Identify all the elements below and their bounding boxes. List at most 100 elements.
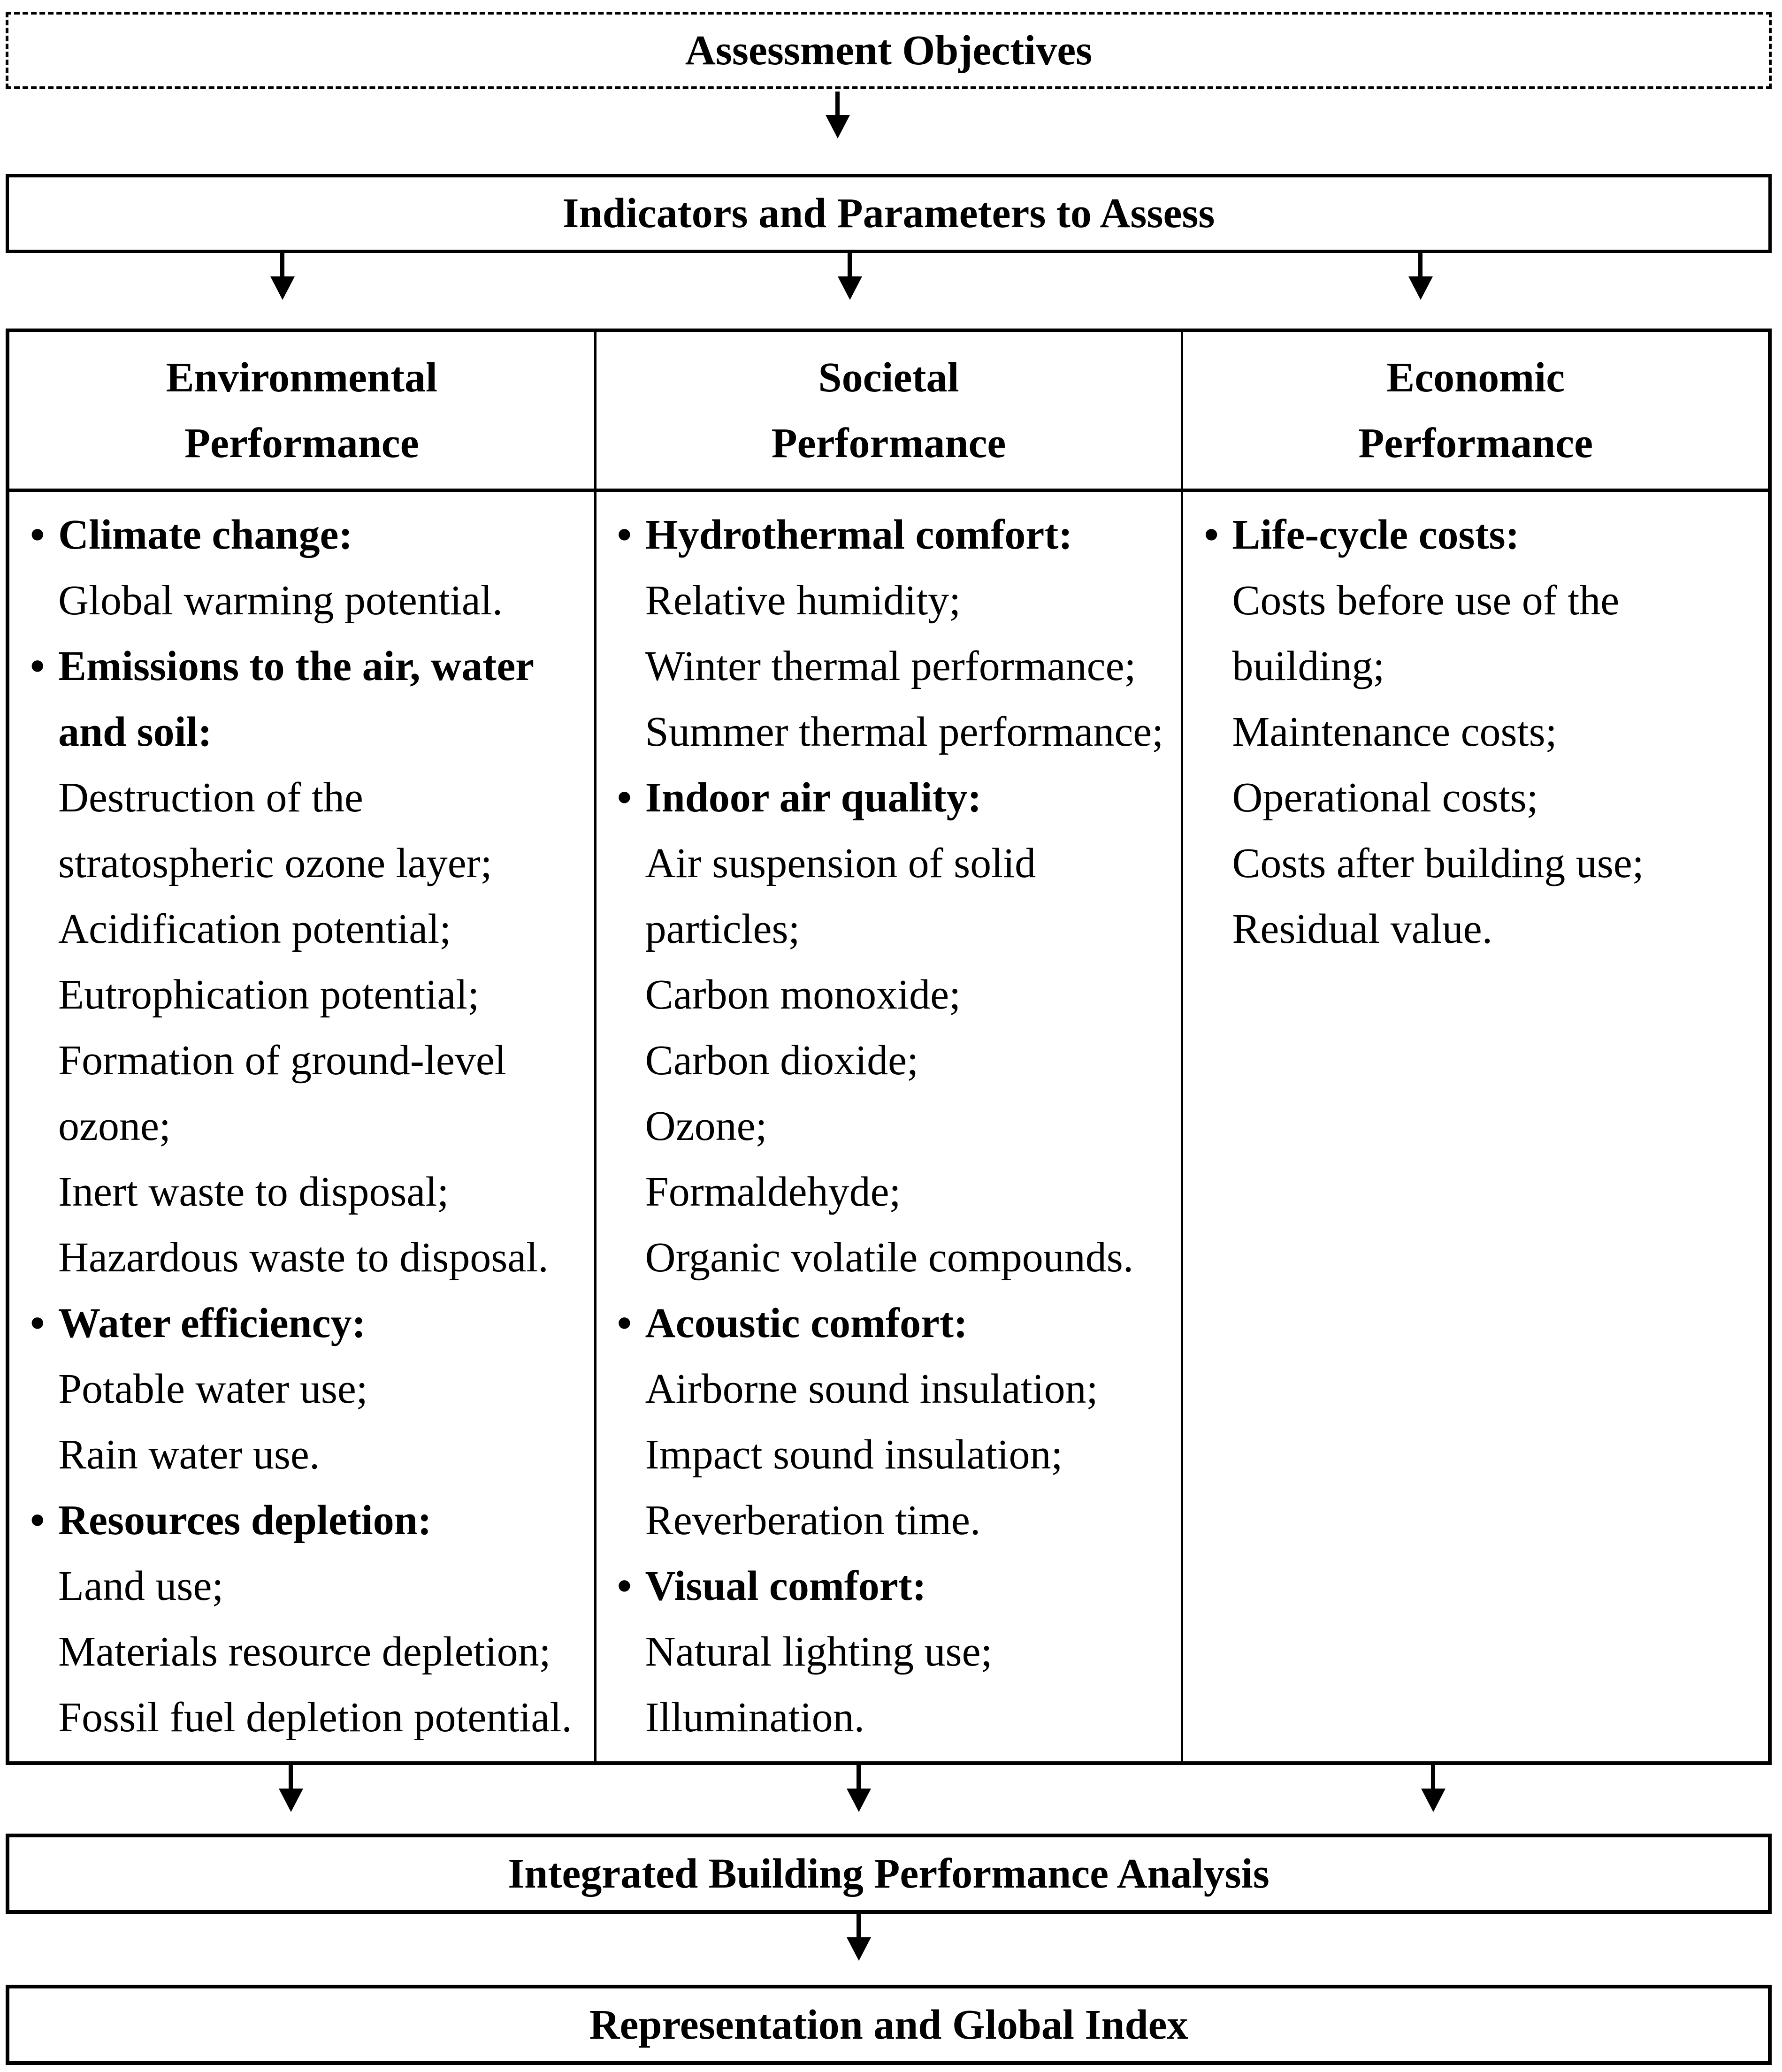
text-line: Airborne sound insulation; (645, 1366, 1098, 1412)
text-line: Impact sound insulation; (645, 1431, 1063, 1478)
arrow-head (847, 1789, 871, 1812)
text-line: Life-cycle costs: (1232, 512, 1520, 558)
text-line: Maintenance costs; (1232, 709, 1557, 755)
arrow-head (270, 276, 295, 300)
arrow-head (1421, 1789, 1445, 1812)
text-line: Carbon dioxide; (645, 1037, 919, 1084)
column-header-line: Economic (1386, 354, 1565, 401)
text-line: Acoustic comfort: (645, 1300, 968, 1346)
text-line: Winter thermal performance; (645, 643, 1136, 689)
indicator-parameter: Land use; (58, 1553, 590, 1619)
bullet-icon: • (30, 643, 45, 689)
text-line: Formaldehyde; (645, 1169, 901, 1215)
text-line: Organic volatile compounds. (645, 1234, 1134, 1281)
text-line: and soil: (58, 709, 212, 755)
bullet-icon: • (30, 1497, 45, 1544)
text-line: Inert waste to disposal; (58, 1169, 449, 1215)
arrow-stem (857, 1765, 861, 1789)
indicator-parameter: Operational costs; (1232, 765, 1764, 831)
bullet-icon: • (617, 774, 632, 821)
bullet-icon: • (30, 1300, 45, 1346)
column-header-line: Societal (818, 354, 959, 401)
text-line: Destruction of the (58, 774, 363, 821)
arrow-stem (1431, 1765, 1435, 1789)
arrow-stem (848, 253, 852, 277)
text-line: Illumination. (645, 1694, 865, 1741)
column-header-line: Performance (184, 420, 419, 466)
column-header-line: Environmental (166, 354, 438, 401)
assessment-objectives-box: Assessment Objectives (6, 12, 1772, 89)
indicator-parameter: Airborne sound insulation; (645, 1356, 1178, 1422)
text-line: Natural lighting use; (645, 1629, 993, 1675)
text-line: Residual value. (1232, 906, 1493, 952)
indicator-parameter: Acidification potential; (58, 896, 590, 962)
text-line: Operational costs; (1232, 774, 1538, 821)
down-arrow-icon (826, 92, 850, 138)
text-line: ozone; (58, 1103, 171, 1149)
text-line: particles; (645, 906, 800, 952)
indicator-category: • Acoustic comfort: (617, 1291, 1178, 1356)
text-line: Rain water use. (58, 1431, 320, 1478)
down-arrow-icon (847, 1765, 871, 1812)
down-arrow-icon (838, 253, 862, 300)
indicator-parameter: Rain water use. (58, 1422, 590, 1488)
integrated-analysis-box: Integrated Building Performance Analysis (6, 1834, 1772, 1914)
bullet-icon: • (617, 512, 632, 558)
bullet-icon: • (617, 1563, 632, 1609)
integrated-analysis-label: Integrated Building Performance Analysis (508, 1850, 1270, 1897)
column-body-economic: •Life-cycle costs:Costs before use of th… (1183, 492, 1768, 1761)
representation-label: Representation and Global Index (589, 2001, 1188, 2048)
indicator-parameter: Eutrophication potential; (58, 962, 590, 1028)
text-line: Acidification potential; (58, 906, 451, 952)
arrow-stem (1418, 253, 1423, 277)
text-line: Resources depletion: (58, 1497, 432, 1544)
indicator-category: • Climate change: (30, 502, 590, 568)
indicator-parameter: Organic volatile compounds. (645, 1225, 1178, 1291)
arrow-stem (280, 253, 284, 277)
arrow-head (847, 1937, 871, 1961)
bullet-icon: • (617, 1300, 632, 1346)
indicator-parameter: Natural lighting use; (645, 1619, 1178, 1685)
indicator-category: • Resources depletion: (30, 1488, 590, 1553)
text-line: Reverberation time. (645, 1497, 981, 1544)
indicator-parameter: Ozone; (645, 1093, 1178, 1159)
text-line: building; (1232, 643, 1385, 689)
indicator-parameter: Potable water use; (58, 1356, 590, 1422)
indicator-parameter: Carbon dioxide; (645, 1028, 1178, 1093)
text-line: Climate change: (58, 512, 353, 558)
column-body-societal: •Hydrothermal comfort: Relative humidity;… (597, 492, 1181, 1761)
text-line: Relative humidity; (645, 577, 961, 624)
down-arrow-icon (270, 253, 295, 300)
column-body-environmental: • Climate change: Global warming potential… (9, 492, 594, 1761)
indicator-parameter: Residual value. (1232, 896, 1764, 962)
text-line: Costs before use of the (1232, 577, 1620, 624)
indicator-parameter: Maintenance costs; (1232, 699, 1764, 765)
representation-box: Representation and Global Index (6, 1985, 1772, 2065)
bullet-icon: • (30, 512, 45, 558)
indicator-parameter: Fossil fuel depletion potential. (58, 1685, 590, 1751)
text-line: Potable water use; (58, 1366, 368, 1412)
indicator-parameter: Reverberation time. (645, 1488, 1178, 1553)
down-arrow-icon (279, 1765, 303, 1812)
indicator-category: •Hydrothermal comfort: (617, 502, 1178, 568)
arrow-head (1408, 276, 1433, 300)
indicator-category: •Visual comfort: (617, 1553, 1178, 1619)
indicator-parameter: Hazardous waste to disposal. (58, 1225, 590, 1291)
indicators-box: Indicators and Parameters to Assess (6, 174, 1772, 253)
arrow-head (838, 276, 862, 300)
text-line: Global warming potential. (58, 577, 503, 624)
text-line: Summer thermal performance; (645, 709, 1164, 755)
arrow-head (279, 1789, 303, 1812)
text-line: Eutrophication potential; (58, 971, 480, 1018)
arrow-stem (857, 1914, 861, 1938)
